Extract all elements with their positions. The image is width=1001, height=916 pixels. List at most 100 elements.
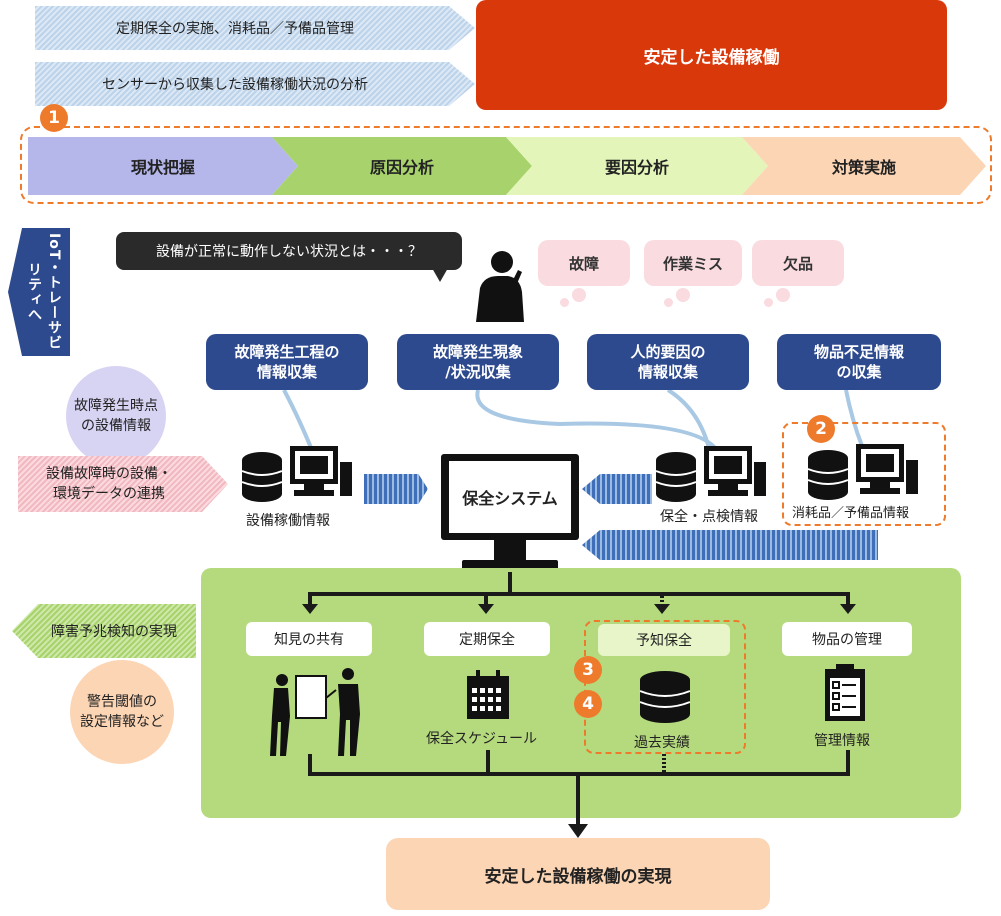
tree-bottom-periodic [486, 750, 490, 774]
parts-to-system-arrow [582, 530, 878, 560]
warning-threshold-line1: 警告閾値の [87, 694, 157, 710]
equip-to-system-arrow [364, 474, 428, 504]
step-cause-analysis-label: 原因分析 [369, 158, 434, 177]
stable-operation-realized-label: 安定した設備稼働の実現 [484, 866, 672, 887]
step-factor-analysis-label: 要因分析 [604, 158, 669, 177]
cloud-shortage-label: 欠品 [782, 254, 813, 273]
step-number-4-badge: 4 [574, 690, 602, 718]
stable-operation-realized-box: 安定した設備稼働の実現 [386, 838, 770, 910]
step-cause-analysis: 原因分析 [272, 137, 532, 195]
maintenance-system-monitor: 保全システム [441, 454, 579, 540]
collect-shortage-box: 物品不足情報 の収集 [777, 334, 941, 390]
cloud-failure: 故障 [538, 240, 630, 286]
function-predictive-maintenance: 予知保全 [598, 624, 730, 656]
top-arrow-sensor-label: センサーから収集した設備稼働状況の分析 [102, 77, 368, 93]
cloud-operation-error-dot-small [664, 298, 673, 307]
parts-computer-frame [782, 422, 946, 526]
top-arrow-maintenance-label: 定期保全の実施、消耗品／予備品管理 [116, 21, 354, 37]
collect-human-factor-line1: 人的要因の [630, 343, 706, 361]
collect-failure-phenomenon-box: 故障発生現象 /状況収集 [397, 334, 559, 390]
function-periodic-maintenance: 定期保全 [424, 622, 550, 656]
collect-shortage-line1: 物品不足情報 [813, 343, 904, 361]
parts-computer-icon [806, 442, 922, 506]
tree-bottom-predictive-dashed [662, 754, 666, 774]
step-number-2-badge: 2 [807, 415, 835, 443]
function-goods-management: 物品の管理 [782, 622, 912, 656]
maintenance-computer-label: 保全・点検情報 [660, 509, 758, 525]
tree-trunk-bottom [576, 772, 580, 826]
predictive-frame [584, 620, 746, 754]
collect-failure-process-line2: 情報収集 [256, 363, 317, 381]
maintenance-system-label: 保全システム [462, 489, 558, 508]
monitor-neck [494, 540, 526, 562]
step-factor-analysis: 要因分析 [506, 137, 768, 195]
calendar-icon [466, 670, 510, 724]
failure-time-info-circle: 故障発生時点 の設備情報 [66, 366, 166, 466]
clipboard-checklist-icon [824, 664, 866, 726]
arrow-head-predictive [654, 604, 670, 614]
parts-computer-label: 消耗品／予備品情報 [792, 506, 910, 521]
arrow-head-share [302, 604, 318, 614]
top-arrow-sensor: センサーから収集した設備稼働状況の分析 [35, 62, 475, 106]
collect-failure-process-box: 故障発生工程の 情報収集 [206, 334, 368, 390]
collect-human-factor-box: 人的要因の 情報収集 [587, 334, 749, 390]
step-countermeasure: 対策実施 [742, 137, 986, 195]
thinking-person-icon [468, 248, 532, 326]
process-frame [20, 126, 992, 204]
tree-drop-predictive-dashed [660, 592, 664, 604]
tree-bottom-share [308, 754, 312, 774]
step-current-state: 現状把握 [28, 137, 298, 195]
question-speech-text: 設備が正常に動作しない状況とは・・・？ [156, 244, 422, 260]
equipment-data-link-arrow: 設備故障時の設備・ 環境データの連携 [18, 456, 228, 512]
step-countermeasure-label: 対策実施 [831, 158, 896, 177]
tree-branch-top [308, 592, 850, 596]
arrow-head-bottom [568, 824, 588, 838]
warning-threshold-circle: 警告閾値の 設定情報など [70, 660, 174, 764]
equipment-computer-label: 設備稼働情報 [246, 513, 330, 529]
schedule-label: 保全スケジュール [426, 731, 538, 747]
arrow-head-goods [840, 604, 856, 614]
function-knowledge-sharing-label: 知見の共有 [274, 632, 344, 648]
equipment-data-link-line1: 設備故障時の設備・ [46, 466, 172, 482]
cloud-failure-label: 故障 [568, 254, 599, 273]
tree-drop-goods [846, 592, 850, 604]
collect-shortage-line2: の収集 [836, 363, 882, 381]
anomaly-detection-label: 障害予兆検知の実現 [51, 624, 177, 640]
collect-human-factor-line2: 情報収集 [637, 363, 698, 381]
presentation-people-icon [268, 666, 364, 762]
cloud-operation-error: 作業ミス [644, 240, 742, 286]
cloud-failure-dot-small [560, 298, 569, 307]
management-info-label: 管理情報 [814, 733, 870, 749]
iot-traceability-label: IoT・トレーサビリティへ [26, 233, 62, 351]
collect-failure-phenomenon-line2: /状況収集 [445, 363, 511, 381]
function-predictive-maintenance-label: 予知保全 [636, 633, 692, 649]
history-label: 過去実績 [634, 735, 690, 751]
iot-traceability-arrow: IoT・トレーサビリティへ [8, 228, 70, 356]
function-knowledge-sharing: 知見の共有 [246, 622, 372, 656]
cloud-shortage-dot-large [776, 288, 790, 302]
cloud-shortage: 欠品 [752, 240, 844, 286]
cloud-operation-error-dot-large [676, 288, 690, 302]
failure-time-info-line1: 故障発生時点 [74, 398, 158, 414]
top-arrow-maintenance: 定期保全の実施、消耗品／予備品管理 [35, 6, 475, 50]
step-number-3-badge: 3 [574, 656, 602, 684]
arrow-head-periodic [478, 604, 494, 614]
speech-bubble-tail [432, 268, 448, 282]
tree-bottom-goods [846, 750, 850, 774]
stable-operation-box: 安定した設備稼働 [476, 0, 947, 110]
tree-drop-periodic [484, 592, 488, 604]
function-periodic-maintenance-label: 定期保全 [459, 632, 515, 648]
maintenance-computer-icon [654, 444, 770, 508]
equipment-data-link-line2: 環境データの連携 [53, 486, 165, 502]
history-database-icon [638, 670, 692, 728]
cloud-operation-error-label: 作業ミス [662, 254, 723, 273]
collect-failure-phenomenon-line1: 故障発生現象 [432, 343, 523, 361]
function-goods-management-label: 物品の管理 [812, 632, 882, 648]
maintenance-system-screen: 保全システム [449, 461, 571, 533]
collect-failure-process-line1: 故障発生工程の [234, 343, 340, 361]
cloud-failure-dot-large [572, 288, 586, 302]
stable-operation-label: 安定した設備稼働 [643, 47, 780, 68]
failure-time-info-line2: の設備情報 [81, 418, 151, 434]
tree-trunk-top [508, 572, 512, 594]
